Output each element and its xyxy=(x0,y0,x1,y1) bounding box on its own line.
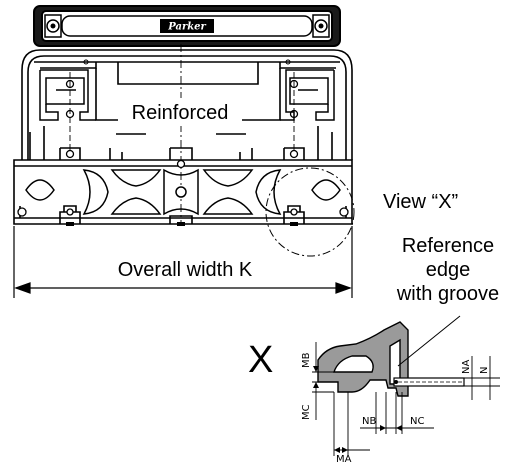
detail-dimension-arrows xyxy=(313,366,402,453)
detail-x-section xyxy=(317,321,465,397)
profile-cutouts xyxy=(25,168,341,216)
overall-width-dimension xyxy=(13,226,353,298)
profile-foot-right xyxy=(290,222,298,226)
parker-logo-text: Parker xyxy=(167,22,206,33)
overall-width-label: Overall width K xyxy=(118,259,253,281)
profile-foot-center xyxy=(177,222,185,226)
view-x-label: View “X” xyxy=(383,191,458,213)
reference-leader xyxy=(397,315,461,367)
dim-n: N xyxy=(479,367,490,374)
rim-hole-left xyxy=(83,59,89,65)
dim-na: NA xyxy=(461,360,472,374)
cover-screw-left xyxy=(46,19,60,33)
rail-block-right xyxy=(280,69,335,152)
dim-ma: MA xyxy=(336,454,352,465)
dim-nb: NB xyxy=(362,416,376,427)
dim-mb: MB xyxy=(301,352,312,368)
detail-x-marker: X xyxy=(248,339,273,381)
profile-bolt-holes xyxy=(17,149,349,217)
dim-mc: MC xyxy=(301,404,312,420)
parker-logo: Parker xyxy=(160,19,214,33)
dim-nc: NC xyxy=(410,416,424,427)
reinforced-label-bg xyxy=(118,98,242,126)
rail-block-left xyxy=(39,69,96,152)
cover-screw-right xyxy=(314,19,328,33)
reference-label-line3: with groove xyxy=(396,283,499,305)
detail-circle xyxy=(265,167,355,257)
reference-label-line2: edge xyxy=(426,259,471,281)
carriage-body xyxy=(21,49,353,160)
reinforced-label: Reinforced xyxy=(132,102,229,124)
rim-hole-right xyxy=(285,59,291,65)
profile-foot-left xyxy=(66,222,74,226)
reference-label-line1: Reference xyxy=(402,235,494,257)
